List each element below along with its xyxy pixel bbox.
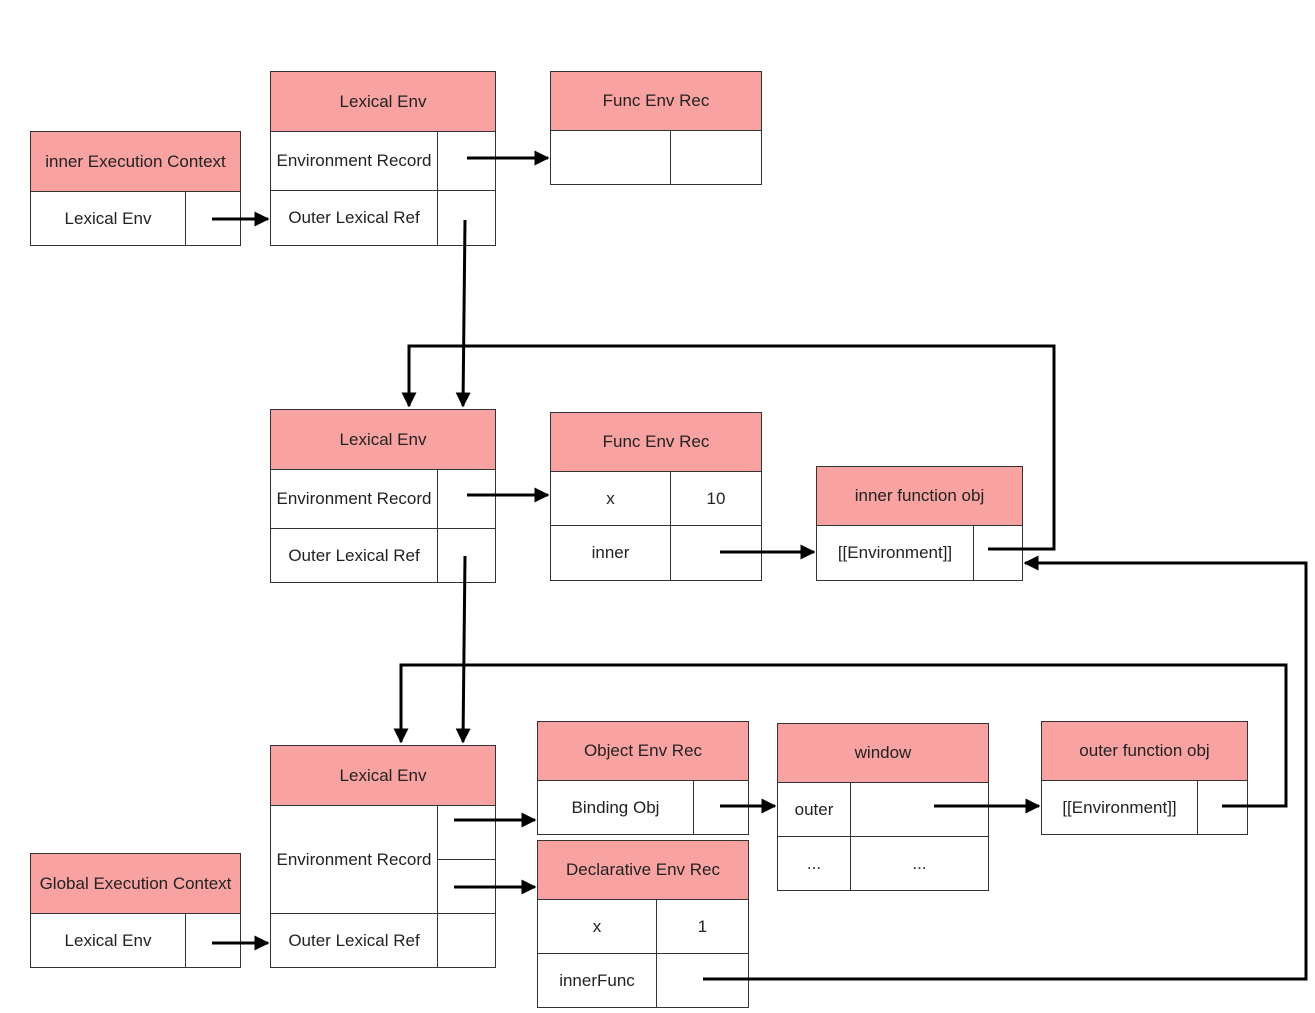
object-env-rec-binding-obj-ptr <box>693 780 749 835</box>
inner-lexical-env-outer-ref: Outer Lexical Ref <box>270 190 438 246</box>
global-execution-context-lexical-env-ptr <box>185 913 241 968</box>
inner-function-obj-header: inner function obj <box>816 466 1023 526</box>
inner-lexical-env-env-record: Environment Record <box>270 131 438 191</box>
global-execution-context-header: Global Execution Context <box>30 853 241 914</box>
inner-execution-context-lexical-env: Lexical Env <box>30 191 186 246</box>
outer-lexical-env-env-record: Environment Record <box>270 469 438 529</box>
outer-lexical-env-outer-ref: Outer Lexical Ref <box>270 528 438 583</box>
declarative-env-rec-innerfunc-value <box>656 953 749 1008</box>
inner-func-env-rec-header: Func Env Rec <box>550 71 762 131</box>
outer-lexical-env-header: Lexical Env <box>270 409 496 470</box>
outer-lexical-env-outer-ref-ptr <box>437 528 496 583</box>
global-lexical-env-env-record-ptr-object <box>437 805 496 860</box>
arrow-outer-outer-ref-to-global-le <box>455 555 471 744</box>
outer-function-obj-header: outer function obj <box>1041 721 1248 781</box>
global-lexical-env-header: Lexical Env <box>270 745 496 806</box>
window-header: window <box>777 723 989 783</box>
window-ellipsis-key: ... <box>777 836 851 891</box>
inner-execution-context-lexical-env-ptr <box>185 191 241 246</box>
inner-lexical-env-header: Lexical Env <box>270 71 496 132</box>
object-env-rec-header: Object Env Rec <box>537 721 749 781</box>
window-ellipsis-value: ... <box>850 836 989 891</box>
outer-function-obj-environment-ptr <box>1197 780 1248 835</box>
window-outer-key: outer <box>777 782 851 837</box>
declarative-env-rec-x-key: x <box>537 899 657 954</box>
inner-func-env-rec-key <box>550 130 671 185</box>
object-env-rec-binding-obj: Binding Obj <box>537 780 694 835</box>
declarative-env-rec-header: Declarative Env Rec <box>537 840 749 900</box>
outer-func-env-rec-x-value: 10 <box>670 471 762 526</box>
declarative-env-rec-x-value: 1 <box>656 899 749 954</box>
outer-func-env-rec-header: Func Env Rec <box>550 412 762 472</box>
outer-func-env-rec-inner-value <box>670 525 762 581</box>
outer-func-env-rec-x-key: x <box>550 471 671 526</box>
arrow-inner-outer-ref-to-outer-le <box>455 219 471 408</box>
declarative-env-rec-innerfunc-key: innerFunc <box>537 953 657 1008</box>
global-lexical-env-outer-ref-ptr <box>437 913 496 968</box>
inner-func-env-rec-value <box>670 130 762 185</box>
inner-execution-context-header: inner Execution Context <box>30 131 241 192</box>
global-lexical-env-env-record-ptr-declarative <box>437 859 496 914</box>
global-execution-context-lexical-env: Lexical Env <box>30 913 186 968</box>
inner-function-obj-environment-slot: [[Environment]] <box>816 525 974 581</box>
global-lexical-env-outer-ref: Outer Lexical Ref <box>270 913 438 968</box>
inner-function-obj-environment-ptr <box>973 525 1023 581</box>
outer-func-env-rec-inner-key: inner <box>550 525 671 581</box>
inner-lexical-env-outer-ref-ptr <box>437 190 496 246</box>
inner-lexical-env-env-record-ptr <box>437 131 496 191</box>
window-outer-value <box>850 782 989 837</box>
global-lexical-env-env-record: Environment Record <box>270 805 438 914</box>
outer-function-obj-environment-slot: [[Environment]] <box>1041 780 1198 835</box>
outer-lexical-env-env-record-ptr <box>437 469 496 529</box>
